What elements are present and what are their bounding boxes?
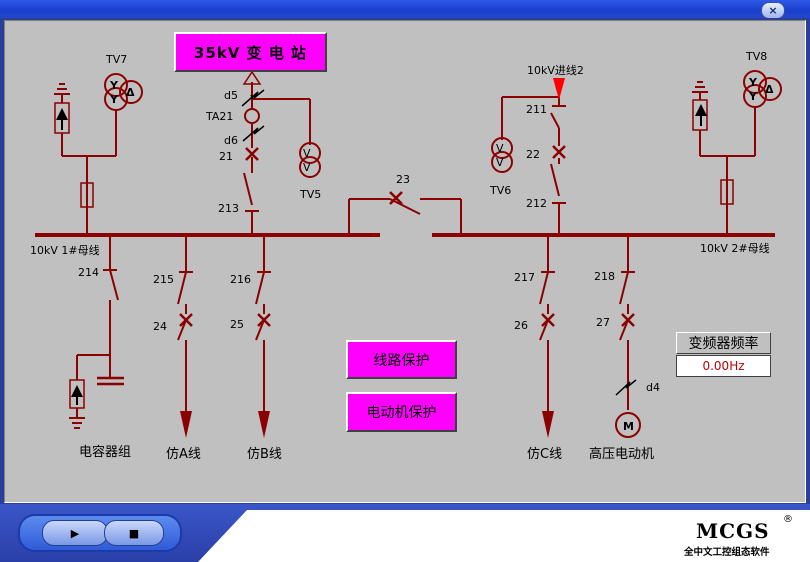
line-c-arrow [542, 411, 554, 438]
frequency-label: 变频器频率 [676, 332, 771, 354]
bottom-panel [198, 510, 810, 562]
ta21-label: TA21 [205, 110, 233, 123]
tv7-label: TV7 [105, 53, 127, 66]
switch-217-label: 217 [514, 271, 535, 284]
bus2-label: 10kV 2#母线 [700, 241, 770, 255]
tv8-y-bottom: Y [748, 90, 758, 103]
tv8-label: TV8 [745, 50, 767, 63]
tv5-bottom-symbol: V [303, 161, 311, 174]
capacitor-label: 电容器组 [79, 444, 131, 460]
switch-27-label: 27 [596, 316, 610, 329]
incoming-line2-arrow [553, 78, 565, 100]
motor-label: 高压电动机 [589, 446, 654, 462]
d5-label: d5 [224, 89, 238, 102]
line-a-label: 仿A线 [166, 447, 201, 462]
stop-icon: ■ [128, 526, 140, 540]
frequency-value: 0.00Hz [676, 355, 771, 377]
tv6-top-symbol: V [496, 142, 504, 155]
mcgs-logo: MCGS [696, 519, 770, 543]
tv5-top-symbol: V [303, 147, 311, 160]
switch-214-label: 214 [78, 266, 99, 279]
motor-protection-button[interactable]: 电动机保护 [346, 392, 457, 432]
play-icon: ▶ [70, 526, 80, 540]
tv5-label: TV5 [299, 188, 321, 201]
tv7-delta: Δ [126, 86, 135, 99]
switch-212-label: 212 [526, 197, 547, 210]
substation-title: 35kV 变 电 站 [174, 32, 327, 72]
stop-button[interactable]: ■ [104, 520, 164, 546]
switch-26-label: 26 [514, 319, 528, 332]
switch-215-label: 215 [153, 273, 174, 286]
switch-22-label: 22 [526, 148, 540, 161]
playback-controls: ▶ ■ [18, 514, 182, 552]
registered-mark: ® [783, 514, 793, 525]
tv8-y-top: Y [748, 76, 758, 89]
tv6-label: TV6 [489, 184, 511, 197]
switch-25-label: 25 [230, 318, 244, 331]
d4-label: d4 [646, 381, 660, 394]
tv6-bottom-symbol: V [496, 156, 504, 169]
play-button[interactable]: ▶ [42, 520, 108, 546]
line-b-label: 仿B线 [247, 447, 282, 462]
tv7-y-top: Y [109, 79, 119, 92]
tv8-delta: Δ [765, 83, 774, 96]
switch-213-label: 213 [218, 202, 239, 215]
incoming-line2-label: 10kV进线2 [527, 63, 584, 77]
switch-21-label: 21 [219, 150, 233, 163]
switch-218-label: 218 [594, 270, 615, 283]
switch-23-label: 23 [396, 173, 410, 186]
bus1-label: 10kV 1#母线 [30, 243, 100, 257]
switch-211-label: 211 [526, 103, 547, 116]
line-protection-button[interactable]: 线路保护 [346, 340, 457, 379]
switch-24-label: 24 [153, 320, 167, 333]
tv7-y-bottom: Y [109, 93, 119, 106]
d6-label: d6 [224, 134, 238, 147]
bottom-bar: ▶ ■ MCGS ® 全中文工控组态软件 [0, 504, 810, 562]
title-bar: × [0, 0, 810, 19]
switch-216-label: 216 [230, 273, 251, 286]
motor-symbol: M [623, 420, 634, 433]
line-b-arrow [258, 411, 270, 438]
line-a-arrow [180, 411, 192, 438]
mcgs-subtitle: 全中文工控组态软件 [684, 547, 770, 558]
close-icon: × [768, 4, 778, 17]
line-c-label: 仿C线 [527, 447, 562, 462]
